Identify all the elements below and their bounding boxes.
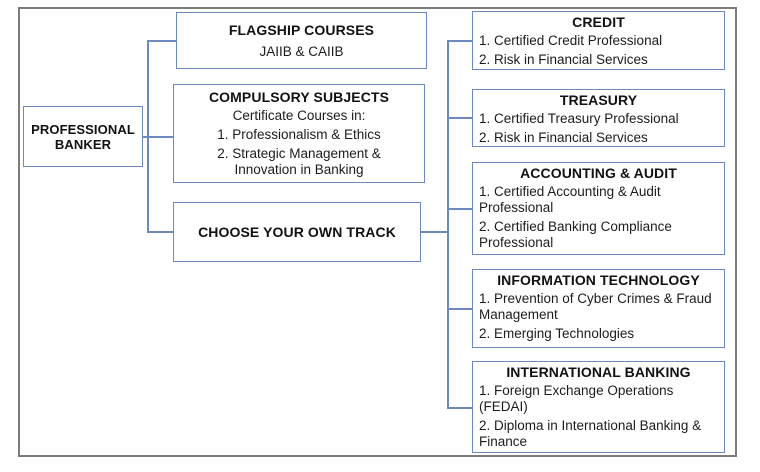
course-item: 2. Risk in Financial Services xyxy=(479,130,648,145)
node-subtitle: JAIIB & CAIIB xyxy=(259,43,344,59)
node-compulsory-subjects: COMPULSORY SUBJECTS Certificate Courses … xyxy=(173,84,425,183)
node-track-treasury: TREASURY 1. Certified Treasury Professio… xyxy=(472,89,725,147)
connector-stub-choose xyxy=(147,231,173,233)
node-header: COMPULSORY SUBJECTS xyxy=(208,89,390,105)
connector-stub-flagship xyxy=(147,40,176,42)
course-item: 2. Risk in Financial Services xyxy=(479,52,648,67)
node-track-accounting-audit: ACCOUNTING & AUDIT 1. Certified Accounti… xyxy=(472,162,725,255)
node-header: INTERNATIONAL BANKING xyxy=(506,364,691,380)
node-flagship-courses: FLAGSHIP COURSES JAIIB & CAIIB xyxy=(176,12,427,69)
connector-right-vertical xyxy=(447,40,449,409)
course-item: 2. Emerging Technologies xyxy=(479,326,635,341)
node-header: PROFESSIONAL BANKER xyxy=(31,121,135,152)
connector-stub-it xyxy=(447,308,472,310)
course-item: 2. Certified Banking Compliance Professi… xyxy=(479,219,672,250)
node-header: INFORMATION TECHNOLOGY xyxy=(497,272,700,288)
connector-stub-treasury xyxy=(447,117,472,119)
connector-stub-accounting xyxy=(447,208,472,210)
node-header: TREASURY xyxy=(559,92,638,108)
course-item: 2. Strategic Management & Innovation in … xyxy=(217,146,381,177)
node-header: FLAGSHIP COURSES xyxy=(228,21,375,38)
connector-root-to-compulsory xyxy=(143,136,173,138)
node-header: ACCOUNTING & AUDIT xyxy=(520,165,677,181)
course-item: 1. Certified Credit Professional xyxy=(479,33,663,48)
course-item: 2. Diploma in International Banking & Fi… xyxy=(479,418,702,449)
course-item: 1. Certified Treasury Professional xyxy=(479,111,679,126)
node-choose-your-own-track: CHOOSE YOUR OWN TRACK xyxy=(173,202,421,262)
course-item: 1. Prevention of Cyber Crimes & Fraud Ma… xyxy=(479,291,712,322)
node-track-credit: CREDIT 1. Certified Credit Professional … xyxy=(472,11,725,70)
node-professional-banker: PROFESSIONAL BANKER xyxy=(23,106,143,167)
node-header: CHOOSE YOUR OWN TRACK xyxy=(198,224,396,240)
connector-stub-credit xyxy=(447,40,472,42)
course-item: 1. Professionalism & Ethics xyxy=(217,127,381,142)
connector-stub-international xyxy=(447,407,472,409)
node-header: CREDIT xyxy=(572,14,625,30)
course-item: 1. Foreign Exchange Operations (FEDAI) xyxy=(479,383,674,414)
connector-choose-to-tracks xyxy=(421,231,448,233)
node-track-international-banking: INTERNATIONAL BANKING 1. Foreign Exchang… xyxy=(472,361,725,453)
diagram-outer-border xyxy=(18,7,737,457)
course-item: 1. Certified Accounting & Audit Professi… xyxy=(479,184,661,215)
node-subtitle: Certificate Courses in: xyxy=(232,108,366,123)
node-track-information-technology: INFORMATION TECHNOLOGY 1. Prevention of … xyxy=(472,269,725,348)
